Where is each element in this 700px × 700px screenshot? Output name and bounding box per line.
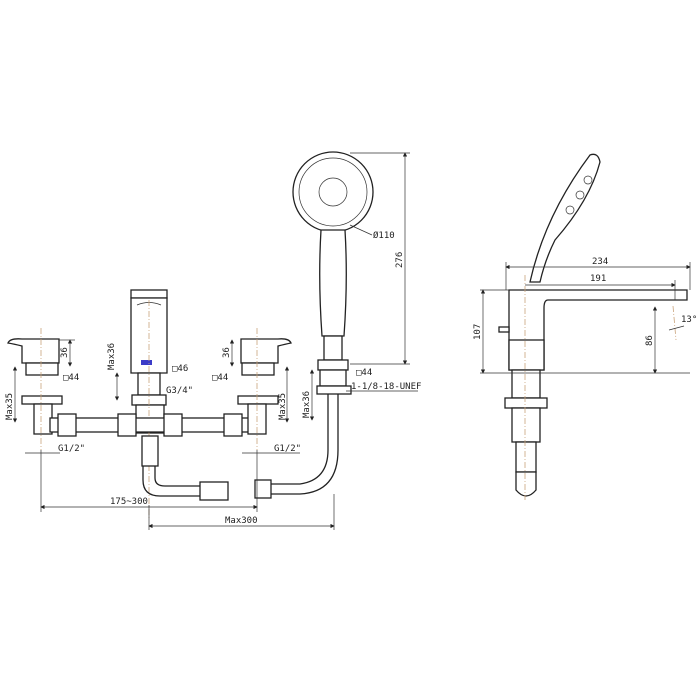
hand-shower-square-label: □44 xyxy=(356,368,372,378)
spout-square-label: □46 xyxy=(172,364,188,374)
hand-shower-diameter-label: Ø110 xyxy=(373,230,395,241)
overall-height-label: 107 xyxy=(473,324,483,340)
hand-shower-max-depth-label: Max36 xyxy=(302,391,312,418)
side-view: 234 191 107 86 13° xyxy=(473,153,697,500)
spout-reach-label: 191 xyxy=(590,274,606,284)
left-handle-thread-label: G1/2" xyxy=(58,444,85,454)
left-handle-max-depth-label: Max35 xyxy=(5,393,15,420)
spout-max-depth-label: Max36 xyxy=(107,343,117,370)
spout-thread-label: G3/4" xyxy=(166,386,193,396)
brand-logo xyxy=(141,360,152,365)
right-handle: 36 □44 Max35 G1/2" xyxy=(212,328,301,454)
overall-dimensions: 175~300 Max300 xyxy=(40,450,335,530)
right-handle-thread-label: G1/2" xyxy=(274,444,301,454)
connecting-pipes xyxy=(49,413,251,501)
spout-angle-label: 13° xyxy=(681,315,697,325)
hand-shower: 276 Ø110 □44 1-1/8-18-UNEF Max36 xyxy=(254,151,421,499)
right-handle-square-label: □44 xyxy=(212,373,228,383)
hand-shower-thread-label: 1-1/8-18-UNEF xyxy=(351,382,421,392)
overall-length-label: 234 xyxy=(592,257,608,267)
spacing-label: 175~300 xyxy=(110,497,148,507)
left-handle-height-label: 36 xyxy=(60,347,70,358)
left-handle: 36 □44 Max35 G1/2" xyxy=(5,328,85,454)
spout-height-label: 86 xyxy=(645,335,655,346)
hand-shower-height-label: 276 xyxy=(395,252,405,268)
left-handle-square-label: □44 xyxy=(63,373,79,383)
hose-reach-label: Max300 xyxy=(225,516,258,526)
right-handle-max-depth-label: Max35 xyxy=(278,393,288,420)
right-handle-height-label: 36 xyxy=(222,347,232,358)
